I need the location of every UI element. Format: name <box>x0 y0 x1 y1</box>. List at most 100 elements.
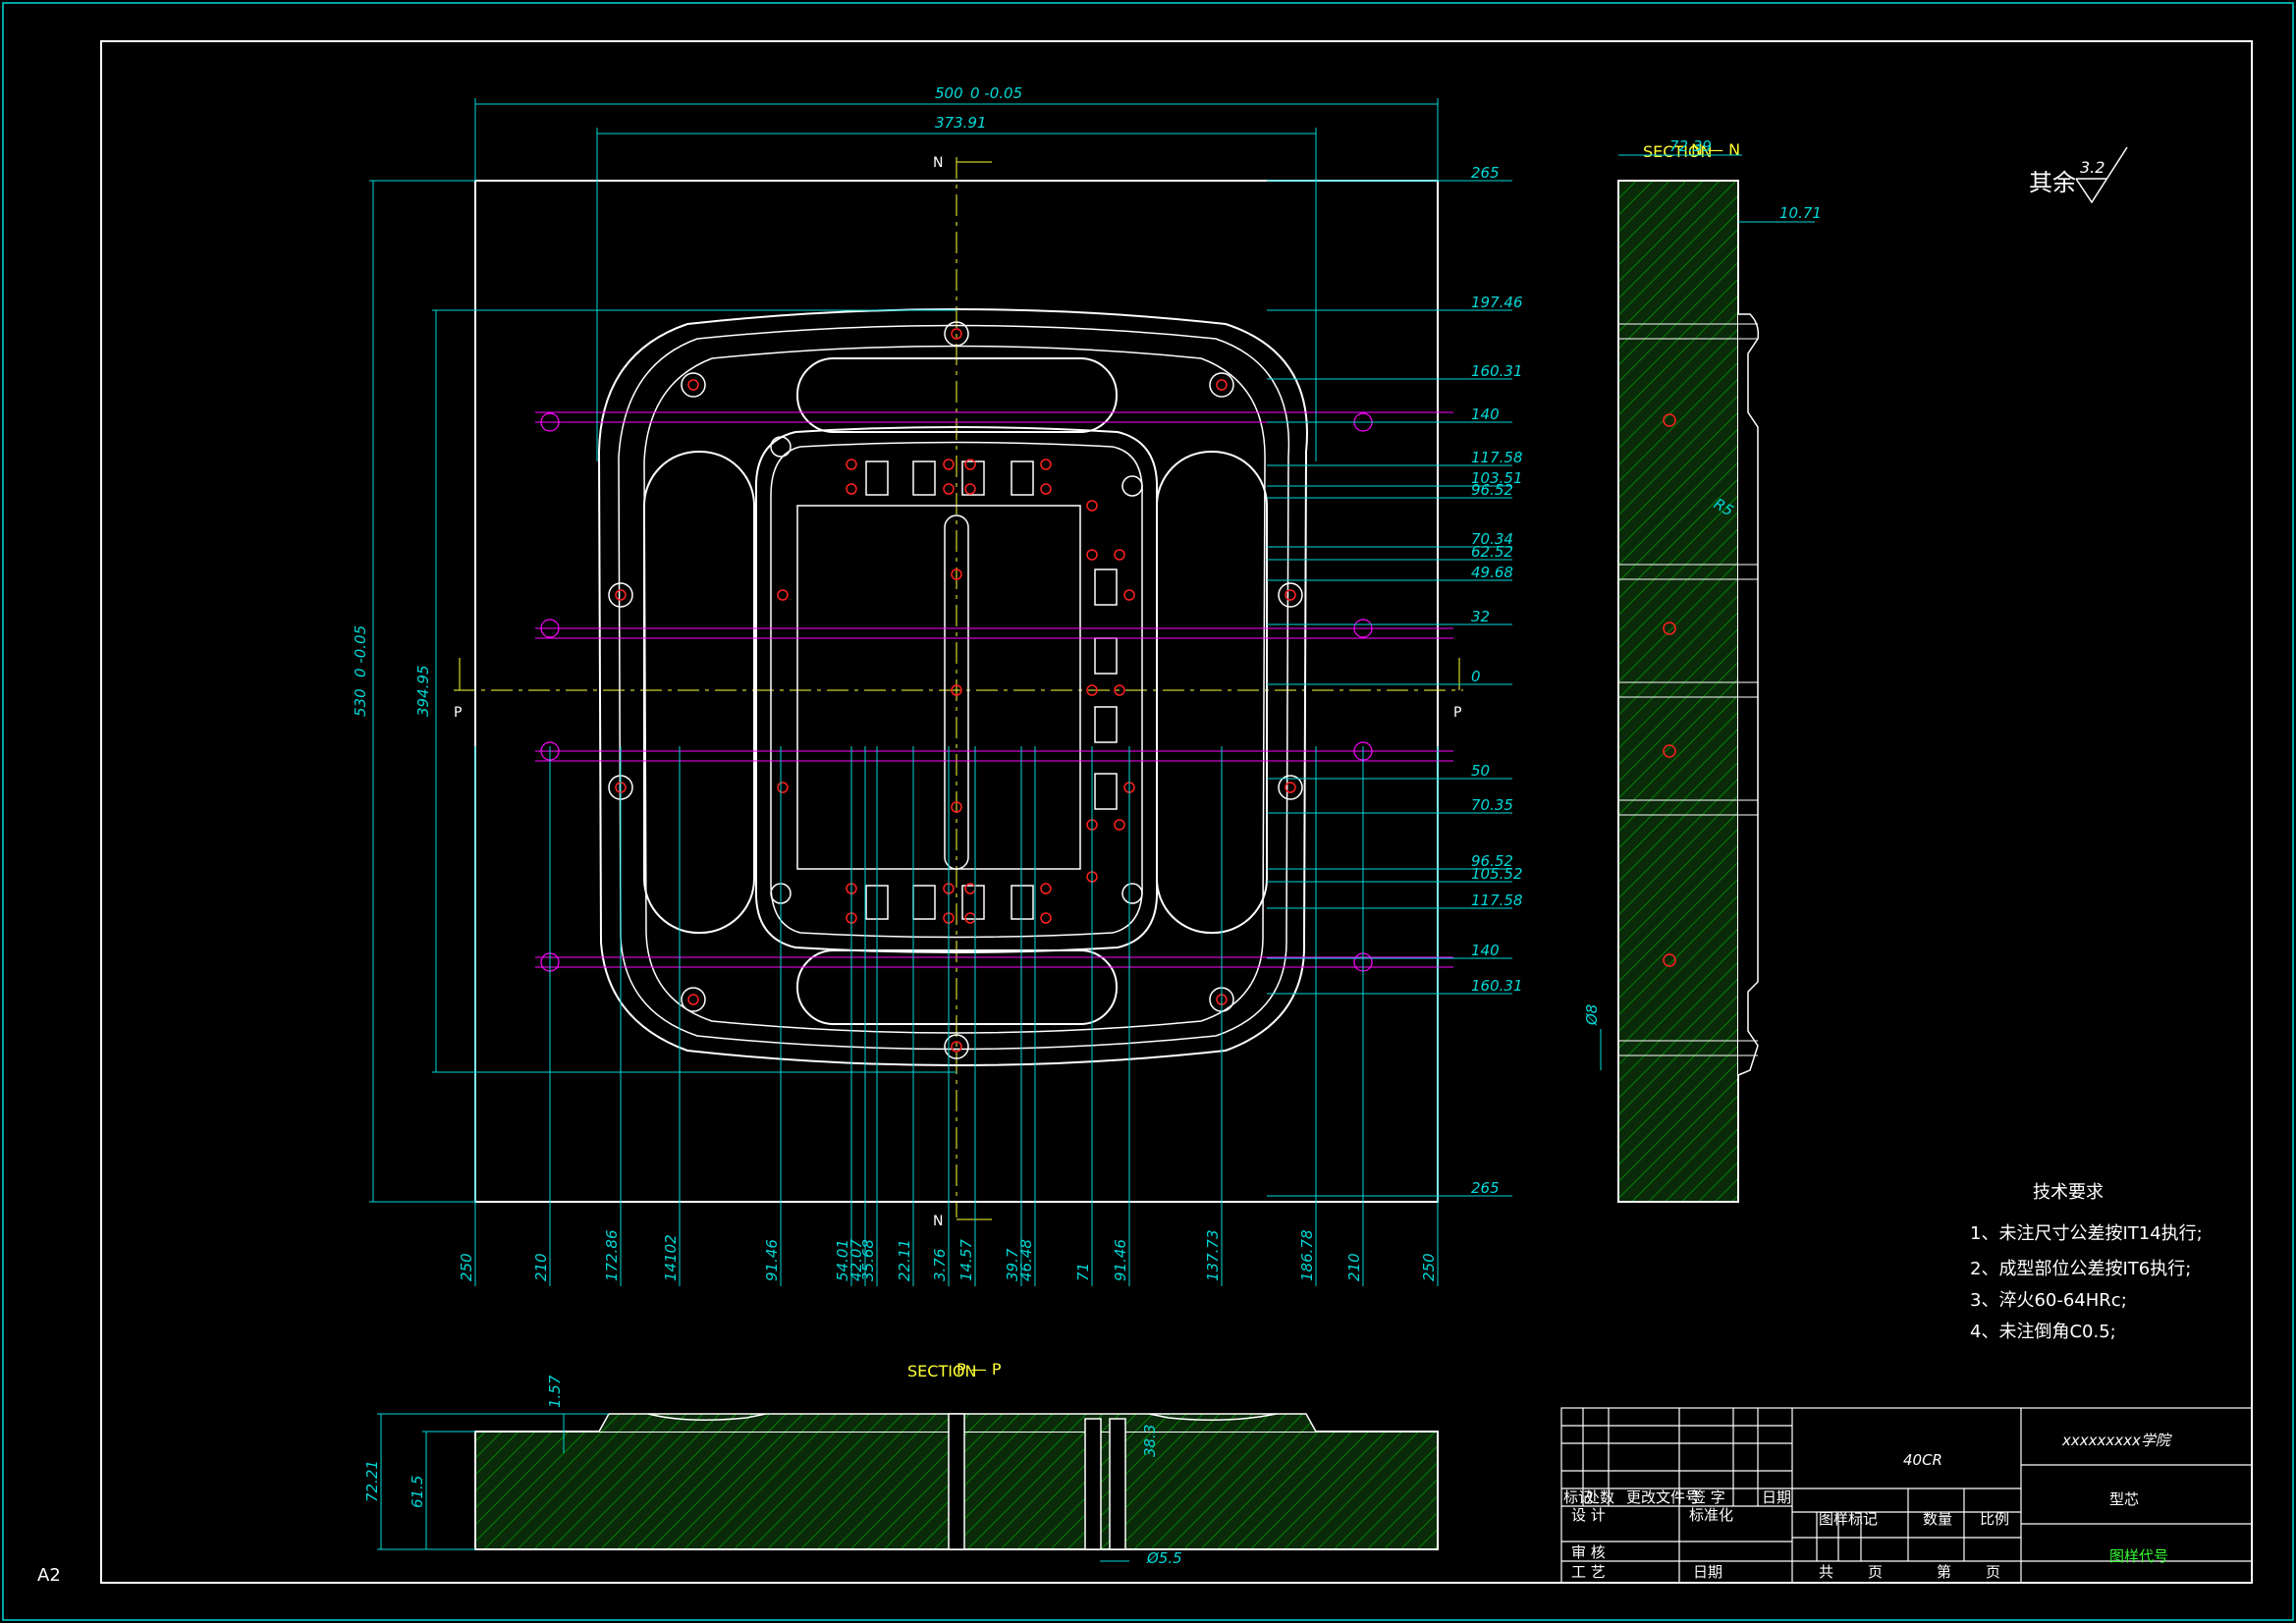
tb-quantity: 数量 <box>1923 1510 1952 1528</box>
center-window <box>796 505 1081 870</box>
ordinate-label-right: 32 <box>1471 608 1490 625</box>
section-nn-name: N — N <box>1691 140 1740 159</box>
section-nn-pins <box>1663 413 1676 967</box>
dim-inner-height: 394.95 <box>414 666 432 718</box>
tb-standard: 标准化 <box>1689 1506 1733 1524</box>
technical-requirements: 技术要求 1、未注尺寸公差按IT14执行; 2、成型部位公差按IT6执行; 3、… <box>1970 1182 2203 1342</box>
section-mark-n-bottom: N <box>933 1214 943 1229</box>
ordinate-label-bottom: 22.11 <box>896 1239 913 1281</box>
ordinate-label-bottom: 35.68 <box>859 1239 877 1281</box>
tb-rev-mark: 标记 <box>1563 1488 1593 1506</box>
ordinate-label-bottom: 42.07 <box>847 1239 865 1281</box>
dim-overall-height-tol: 0 -0.05 <box>352 625 369 677</box>
dim-overall-width: 500 <box>935 84 963 102</box>
ordinate-label-right: 103.51 <box>1471 469 1523 487</box>
ordinate-label-right: 50 <box>1471 762 1490 780</box>
tb-no-page: 页 <box>1986 1563 2000 1581</box>
tb-school: xxxxxxxxx学院 <box>2061 1432 2172 1449</box>
ordinate-label-bottom: 250 <box>1420 1253 1438 1281</box>
ordinate-label-right: 160.31 <box>1471 362 1523 380</box>
center-slot <box>944 514 969 870</box>
outer-cavity-outline-2 <box>618 324 1290 1051</box>
tb-process: 工 艺 <box>1571 1563 1606 1581</box>
pin-holes <box>615 328 1296 1053</box>
surface-roughness-note: 其余 3.2 <box>2029 146 2128 204</box>
section-nn-dim-depth: 10.71 <box>1779 204 1822 222</box>
ordinate-label-bottom: 137.73 <box>1204 1230 1222 1282</box>
section-pp-name: P — P <box>957 1360 1002 1379</box>
ordinate-label-right: 140 <box>1471 942 1500 959</box>
section-nn-dim-hole-text: Ø8 <box>1583 1004 1601 1026</box>
ordinate-label-right: 49.68 <box>1471 564 1513 581</box>
tb-material: 40CR <box>1903 1451 1942 1469</box>
ordinate-label-right: 96.52 <box>1471 481 1513 499</box>
tb-design: 设 计 <box>1571 1506 1606 1524</box>
title-block: 40CR xxxxxxxxx学院 型芯 图样代号 标记 处数 更改文件号 签 字… <box>1560 1407 2253 1584</box>
tb-rev-sign: 签 字 <box>1691 1488 1725 1506</box>
tb-rev-doc: 更改文件号 <box>1626 1488 1700 1506</box>
section-pp-recess <box>647 1413 1278 1421</box>
dim-overall-height: 530 <box>352 688 369 717</box>
section-nn-dim-width: 72.39 <box>1669 137 1712 155</box>
section-pp-dim-bore-dia: Ø5.5 <box>1146 1549 1182 1567</box>
ordinate-label-bottom: 39.7 <box>1004 1248 1021 1281</box>
tb-drawing-no: 图样代号 <box>2109 1547 2168 1565</box>
tb-no: 第 <box>1937 1563 1951 1581</box>
bottom-slot <box>796 949 1118 1025</box>
ordinate-label-right: 197.46 <box>1471 294 1523 311</box>
tech-item-1: 1、未注尺寸公差按IT14执行; <box>1970 1223 2203 1244</box>
tb-stage-mark: 图样标记 <box>1819 1510 1878 1528</box>
dim-inner-width: 373.91 <box>935 114 987 132</box>
section-nn-prefix: SECTION <box>1643 142 1713 161</box>
ordinate-label-right: 140 <box>1471 406 1500 423</box>
top-dimension-lines <box>474 98 1439 461</box>
ordinate-label-right: 105.52 <box>1471 865 1523 883</box>
inner-frame <box>100 40 2253 1584</box>
tb-total: 共 <box>1819 1563 1833 1581</box>
ordinate-label-right: 117.58 <box>1471 892 1523 909</box>
tech-item-4: 4、未注倒角C0.5; <box>1970 1322 2116 1342</box>
ordinate-label-bottom: 91.46 <box>1112 1239 1129 1281</box>
ordinate-label-bottom: 210 <box>1345 1253 1363 1281</box>
section-pp-prefix: SECTION <box>907 1362 977 1380</box>
right-ordinate-dimensions: 265197.46160.31140117.58103.5196.5270.34… <box>1267 164 1523 1197</box>
roughness-value: 3.2 <box>2080 158 2105 177</box>
ordinate-label-bottom: 46.48 <box>1017 1239 1035 1281</box>
left-slot <box>643 451 755 934</box>
ordinate-label-bottom: 3.76 <box>931 1249 949 1281</box>
section-mark-p-left: P <box>454 705 462 721</box>
ordinate-label-bottom: 186.78 <box>1298 1230 1316 1282</box>
section-pp-dim-step: 1.57 <box>546 1375 564 1408</box>
ordinate-label-bottom: 91.46 <box>763 1239 781 1281</box>
roughness-label: 其余 <box>2029 169 2076 196</box>
hole-centerlines <box>535 411 1453 968</box>
tech-item-3: 3、淬火60-64HRc; <box>1970 1290 2127 1311</box>
tech-item-2: 2、成型部位公差按IT6执行; <box>1970 1259 2191 1279</box>
tb-part-name: 型芯 <box>2109 1490 2139 1508</box>
section-nn-profile <box>1737 313 1760 1076</box>
ordinate-label-right: 96.52 <box>1471 852 1513 870</box>
ordinate-label-bottom: 210 <box>532 1253 550 1281</box>
ordinate-label-right: 70.35 <box>1471 796 1513 814</box>
left-dimension-lines <box>369 180 957 1203</box>
tb-total-sheet: 页 <box>1868 1563 1883 1581</box>
section-pp-dim-base: 61.5 <box>409 1476 426 1508</box>
tb-date: 日期 <box>1693 1563 1722 1581</box>
ordinate-label-right: 70.34 <box>1471 530 1513 548</box>
tb-rev-count: 处数 <box>1585 1488 1614 1506</box>
ordinate-label-right: 62.52 <box>1471 543 1513 561</box>
section-nn-body <box>1617 180 1739 1203</box>
ordinate-label-bottom: 54.01 <box>834 1239 851 1281</box>
section-mark-p-right: P <box>1453 705 1461 721</box>
section-pp-dim-height: 72.21 <box>363 1460 381 1502</box>
tb-scale: 比例 <box>1980 1510 2009 1528</box>
outer-cavity-outline <box>597 308 1308 1066</box>
ordinate-label-right: 117.58 <box>1471 449 1523 466</box>
ordinate-label-right: 160.31 <box>1471 977 1523 995</box>
section-nn-holes <box>1618 323 1758 1056</box>
tech-title: 技术要求 <box>2033 1182 2104 1203</box>
ordinate-label-bottom: 172.86 <box>603 1230 621 1282</box>
